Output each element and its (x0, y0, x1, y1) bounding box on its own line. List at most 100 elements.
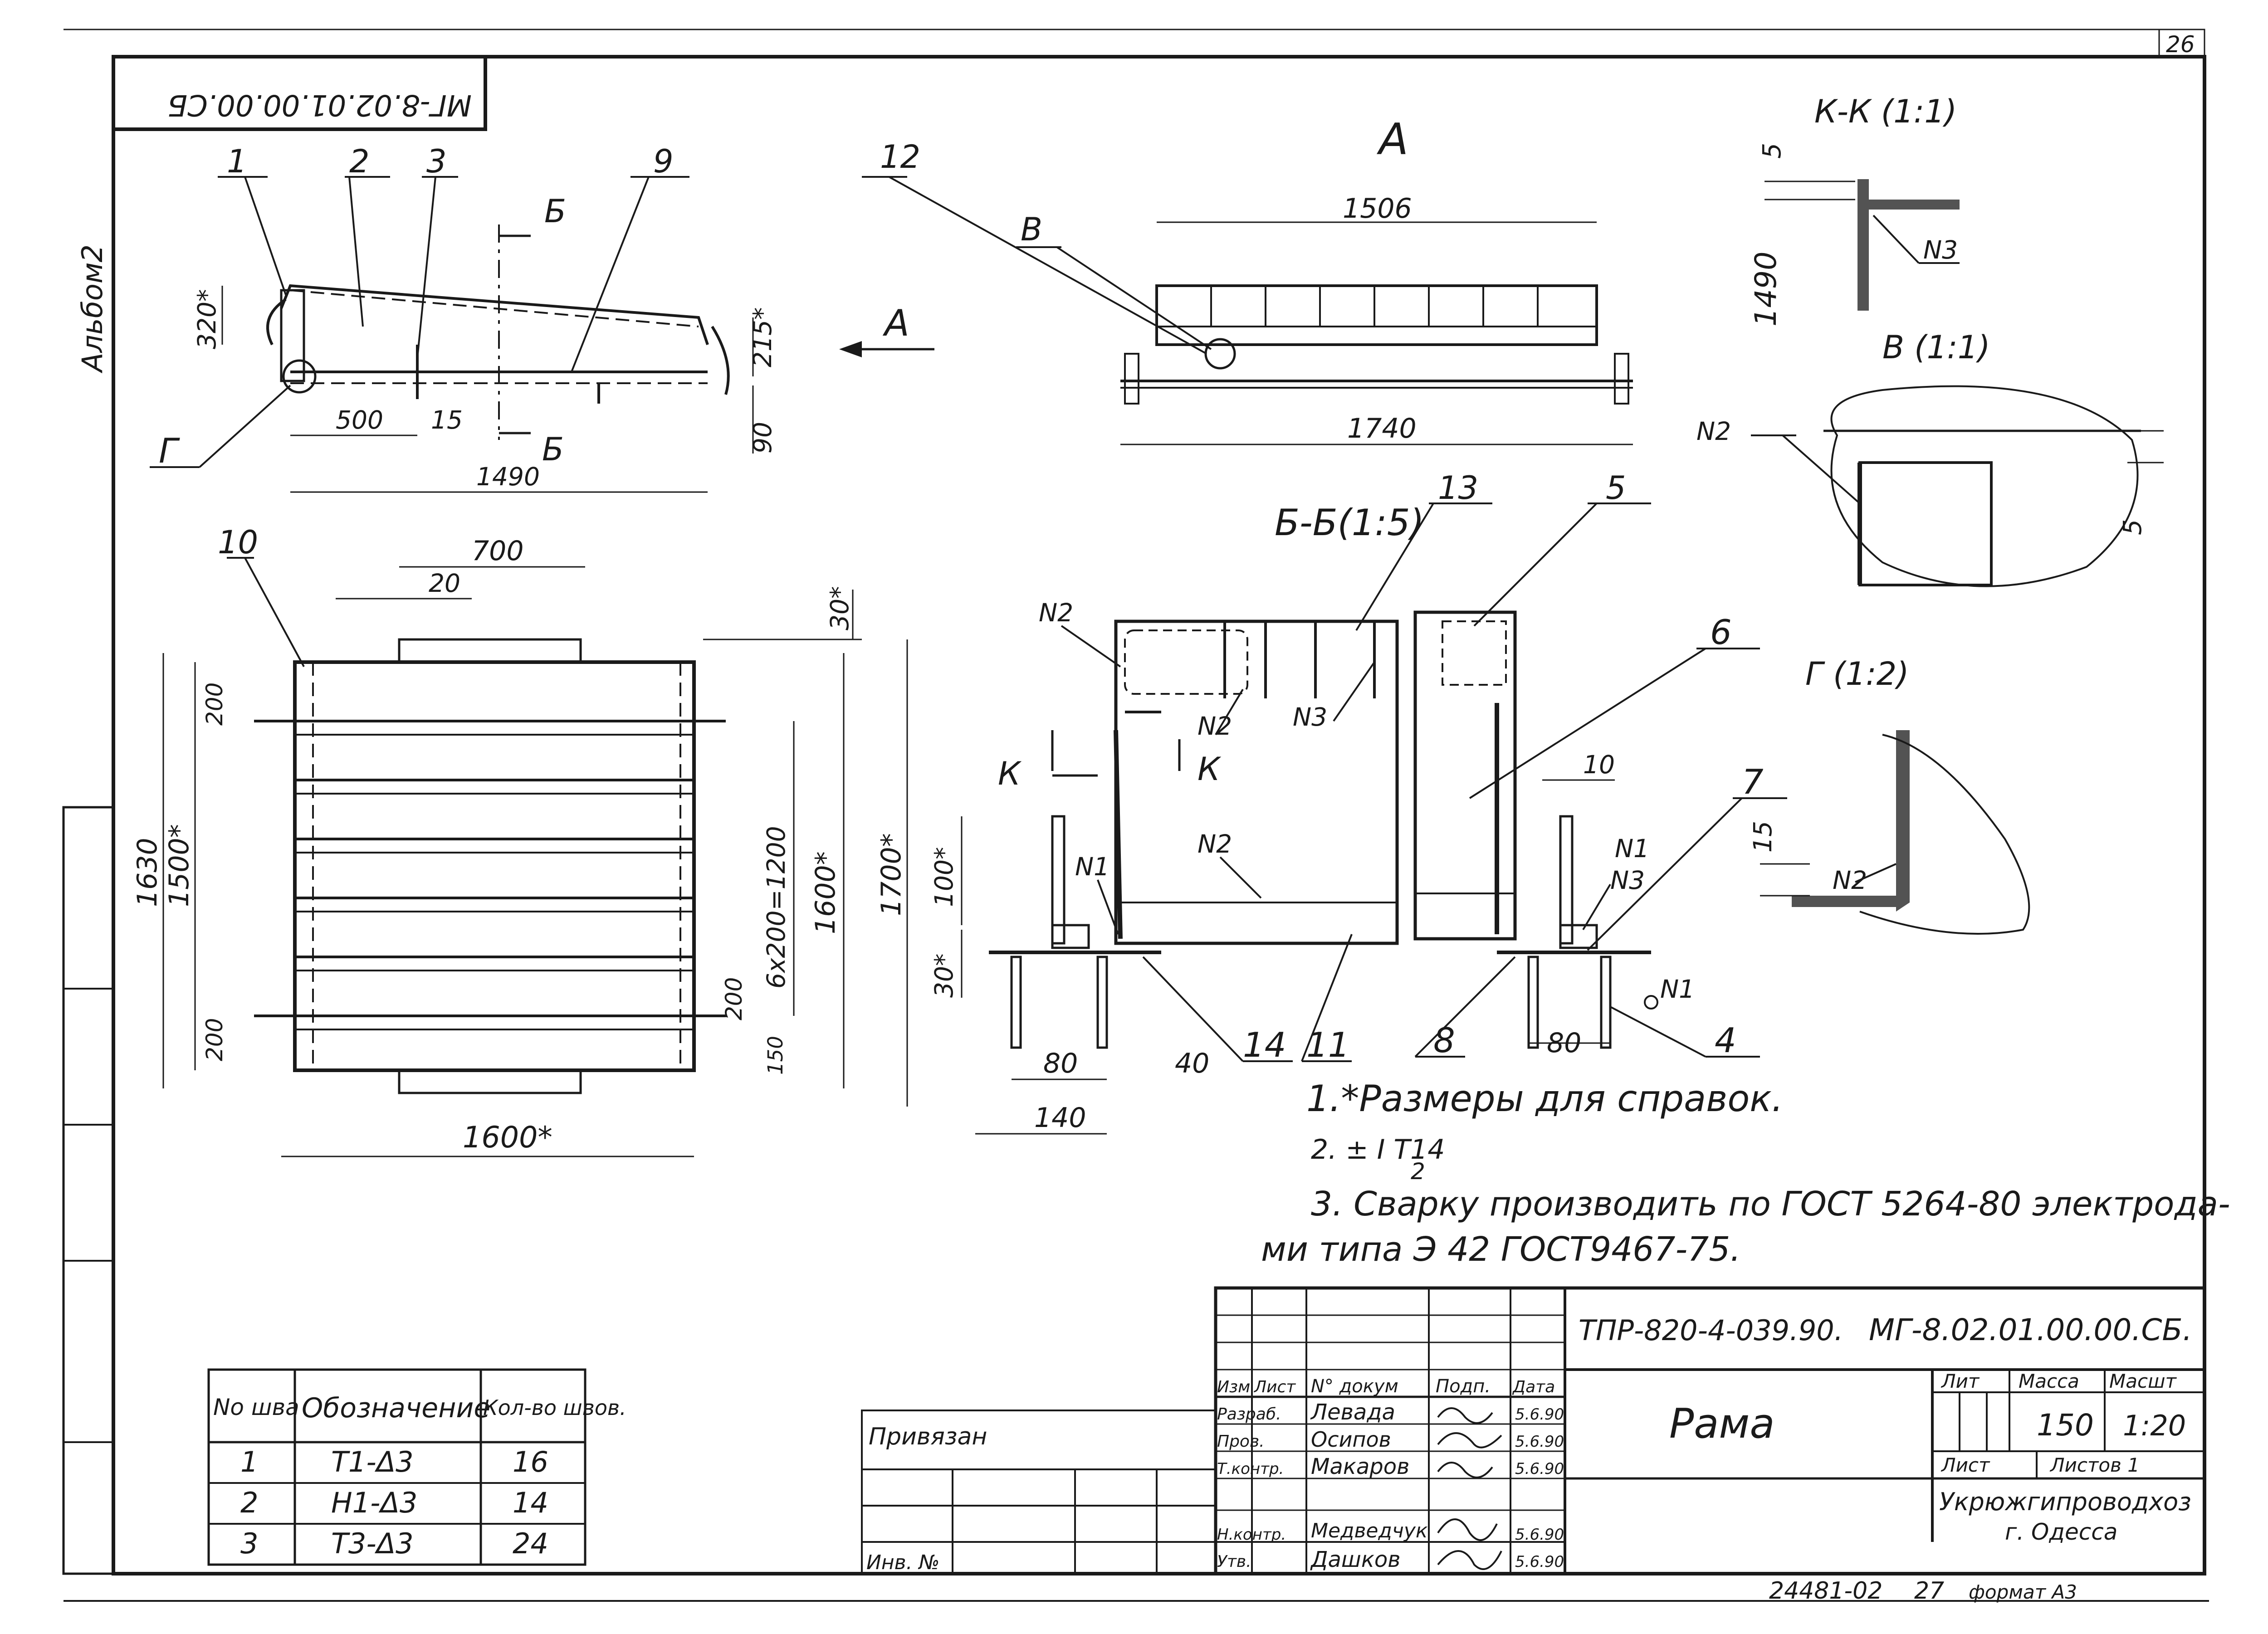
sign-header-izm: Изм (1217, 1378, 1250, 1396)
lit-label: Лит (1941, 1370, 1980, 1392)
sign-date-tcontrol: 5.6.90 (1515, 1460, 1564, 1478)
plan-dim-200-top: 200 (201, 683, 228, 726)
leader-9: 9 (653, 143, 674, 180)
plan-dim-1630: 1630 (132, 838, 163, 907)
binding-block: Привязан Инв. № (861, 1410, 1217, 1575)
dim-1490-side: 1490 (476, 462, 540, 491)
sign-header-date: Дата (1512, 1378, 1555, 1396)
plan-dim-200-bottom: 200 (201, 1018, 228, 1061)
plan-dim-200-right: 200 (721, 977, 747, 1020)
vv-title: В (1:1) (1882, 329, 1990, 366)
sign-role-ncontrol: Н.контр. (1217, 1526, 1286, 1544)
sign-date-ncontrol: 5.6.90 (1515, 1526, 1564, 1544)
project-code: ТПР-820-4-039.90. (1579, 1314, 1843, 1347)
sign-date-checker: 5.6.90 (1515, 1433, 1564, 1451)
sign-name-approved: Дашков (1310, 1547, 1400, 1572)
leader-5: 5 (1606, 469, 1626, 507)
sign-name-checker: Осипов (1311, 1427, 1391, 1452)
note-1: 1.*Размеры для справок. (1306, 1078, 1783, 1120)
weld-table-header-no: No шва (213, 1394, 299, 1420)
bb-weld-n2-bottom: N2 (1198, 829, 1232, 858)
sign-role-checker: Пров. (1217, 1432, 1265, 1451)
mirrored-code-box: МГ-8.02.01.00.00.СБ (112, 55, 487, 131)
bb-weld-n1-left: N1 (1075, 852, 1110, 881)
plan-dim-1500: 1500* (163, 824, 195, 907)
bb-title: Б-Б(1:5) (1275, 502, 1424, 544)
sign-role-approved: Утв. (1217, 1552, 1251, 1571)
weld-row-1-count: 16 (513, 1445, 548, 1478)
leader-v: В (1021, 211, 1042, 248)
leader-7: 7 (1742, 762, 1764, 802)
gg-title: Г (1:2) (1805, 655, 1909, 693)
weld-row-3-designation: Т3-Δ3 (331, 1527, 414, 1560)
bb-section-mark-k-left: К (998, 755, 1022, 792)
sign-name-ncontrol: Медведчук (1311, 1519, 1428, 1542)
drawing-code: МГ-8.02.01.00.00.СБ. (1869, 1312, 2192, 1347)
weld-row-2-designation: Н1-Δ3 (331, 1486, 417, 1519)
weld-row-2-count: 14 (513, 1486, 548, 1519)
note-3b: ми типа Э 42 ГОСТ9467-75. (1261, 1230, 1741, 1269)
sign-role-developer: Разраб. (1217, 1405, 1281, 1424)
vv-dim-5: 5 (2118, 519, 2147, 535)
note-2: 2. ± I T14 (1311, 1134, 1445, 1166)
sign-date-approved: 5.6.90 (1515, 1553, 1564, 1571)
paper-format: формат А3 (1969, 1581, 2077, 1603)
general-notes: 1.*Размеры для справок. 2. ± I T14 2 3. … (1261, 1078, 2230, 1269)
sign-name-tcontrol: Макаров (1311, 1454, 1409, 1479)
detail-v: В (1:1) N2 5 (1696, 329, 2164, 587)
bb-weld-n2-top: N2 (1039, 598, 1073, 627)
scale-label: Масшт (2109, 1370, 2177, 1392)
leader-3: 3 (426, 143, 447, 180)
city: г. Одесса (2005, 1519, 2117, 1545)
mass-label: Масса (2019, 1370, 2079, 1392)
dim-320: 320* (192, 289, 221, 349)
leader-1: 1 (227, 143, 247, 180)
note-3a: 3. Сварку производить по ГОСТ 5264-80 эл… (1311, 1185, 2230, 1224)
inv-label: Инв. № (866, 1551, 939, 1574)
gg-weld: N2 (1833, 866, 1867, 895)
dim-500: 500 (336, 405, 383, 434)
leader-11: 11 (1306, 1025, 1349, 1065)
plan-dim-150: 150 (763, 1036, 787, 1075)
scale-value: 1:20 (2123, 1409, 2186, 1442)
weld-row-1-no: 1 (240, 1445, 258, 1478)
plan-dim-20: 20 (429, 569, 460, 598)
dim-215: 215* (748, 307, 777, 367)
dim-1506: 1506 (1343, 193, 1412, 224)
weld-row-3-count: 24 (513, 1527, 548, 1560)
section-mark-b-top: Б (544, 193, 566, 230)
bb-weld-n1-circle: N1 (1660, 975, 1695, 1004)
kk-title: К-К (1:1) (1814, 93, 1957, 130)
plan-view: 10 700 20 30* 1630 1500* 200 200 6х200=1… (132, 524, 908, 1157)
bb-weld-n3-right: N3 (1610, 866, 1645, 895)
weld-table-header-designation: Обозначение (302, 1392, 490, 1424)
section-mark-b-bottom: Б (542, 431, 564, 468)
kk-dim-1490: 1490 (1749, 252, 1783, 327)
dim-90: 90 (748, 422, 777, 454)
view-mark-a: А (882, 302, 909, 344)
leader-4: 4 (1715, 1020, 1736, 1060)
side-view: Б Б А 1 2 3 9 Г 320* 215* 90 500 15 1490 (150, 143, 934, 493)
weld-row-2-no: 2 (240, 1486, 258, 1519)
plan-dim-1600-v: 1600* (810, 851, 841, 934)
sign-header-doc: N° докум (1311, 1376, 1398, 1397)
leader-6: 6 (1710, 612, 1732, 652)
archive-page: 27 (1914, 1577, 1944, 1605)
bb-dim-30: 30* (929, 954, 958, 998)
sign-header-sign: Подп. (1436, 1376, 1491, 1397)
plan-dim-700: 700 (472, 535, 524, 567)
page-number: 26 (2166, 31, 2195, 58)
leader-14: 14 (1243, 1025, 1286, 1065)
sheet-frame: 26 Альбом2 (62, 29, 2209, 1602)
sheets-label: Листов 1 (2049, 1454, 2140, 1476)
bb-dim-10: 10 (1583, 750, 1615, 779)
bb-dim-80-left: 80 (1043, 1048, 1078, 1079)
bb-dim-100: 100* (929, 847, 958, 907)
note-2-denominator: 2 (1411, 1158, 1425, 1185)
sign-header-list: Лист (1253, 1378, 1296, 1396)
weld-table-header-count: Кол-во швов. (483, 1395, 626, 1420)
bb-weld-n1-right: N1 (1615, 834, 1649, 863)
gg-dim-15: 15 (1748, 821, 1777, 853)
mirrored-code: МГ-8.02.01.00.00.СБ (167, 88, 472, 122)
